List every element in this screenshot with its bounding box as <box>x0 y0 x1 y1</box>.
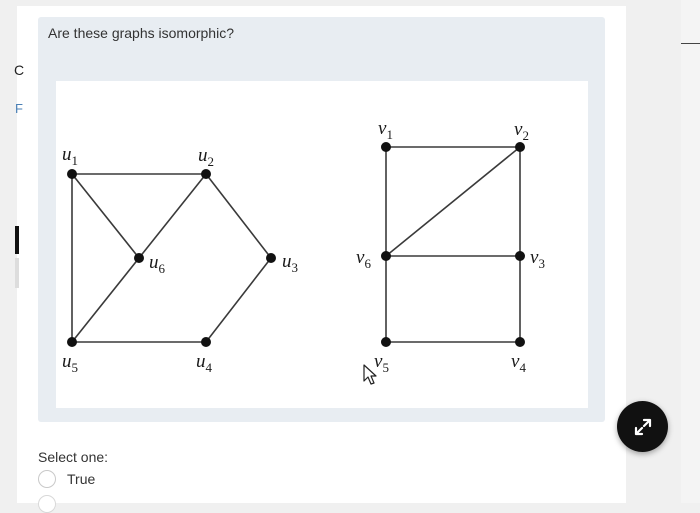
vertex-v6 <box>381 251 391 261</box>
expand-button[interactable] <box>617 401 668 452</box>
vertex-v5 <box>381 337 391 347</box>
question-text: Are these graphs isomorphic? <box>48 25 234 41</box>
label-v2: v2 <box>514 119 529 143</box>
edge-u2-u6 <box>138 173 207 259</box>
mouse-cursor-icon <box>363 364 377 385</box>
label-v3: v3 <box>530 247 545 271</box>
vertex-v3 <box>515 251 525 261</box>
edge-u1-u6 <box>71 173 140 259</box>
vertex-u5 <box>67 337 77 347</box>
edge-u3-u4 <box>205 257 272 343</box>
edge-u2-u3 <box>205 173 272 259</box>
label-v1: v1 <box>378 118 393 142</box>
expand-icon <box>634 418 651 435</box>
right-panel-f-link[interactable]: F <box>15 101 23 116</box>
label-u3: u3 <box>282 251 298 275</box>
label-u2: u2 <box>198 145 214 169</box>
select-one-prompt: Select one: <box>38 449 109 465</box>
vertex-u3 <box>266 253 276 263</box>
right-panel-light-button[interactable] <box>15 258 19 288</box>
right-panel-divider <box>681 43 700 44</box>
vertex-u2 <box>201 169 211 179</box>
right-panel-dark-button[interactable] <box>15 226 19 254</box>
right-side-panel <box>681 0 700 503</box>
vertex-u4 <box>201 337 211 347</box>
vertex-v2 <box>515 142 525 152</box>
label-u5: u5 <box>62 351 78 375</box>
vertex-u6 <box>134 253 144 263</box>
label-u4: u4 <box>196 351 213 375</box>
vertex-v1 <box>381 142 391 152</box>
edge-u5-u6 <box>71 257 140 343</box>
label-u1: u1 <box>62 144 78 168</box>
vertex-u1 <box>67 169 77 179</box>
vertex-v4 <box>515 337 525 347</box>
right-panel-c-text: C <box>14 62 25 78</box>
edge-v6-v2 <box>385 146 521 257</box>
label-u6: u6 <box>149 252 166 276</box>
radio-second-option[interactable] <box>38 495 56 513</box>
option-true-label[interactable]: True <box>67 471 96 487</box>
option-true[interactable]: True <box>38 468 95 490</box>
label-v4: v4 <box>511 351 526 375</box>
label-v6: v6 <box>356 247 371 271</box>
radio-true[interactable] <box>38 470 56 488</box>
